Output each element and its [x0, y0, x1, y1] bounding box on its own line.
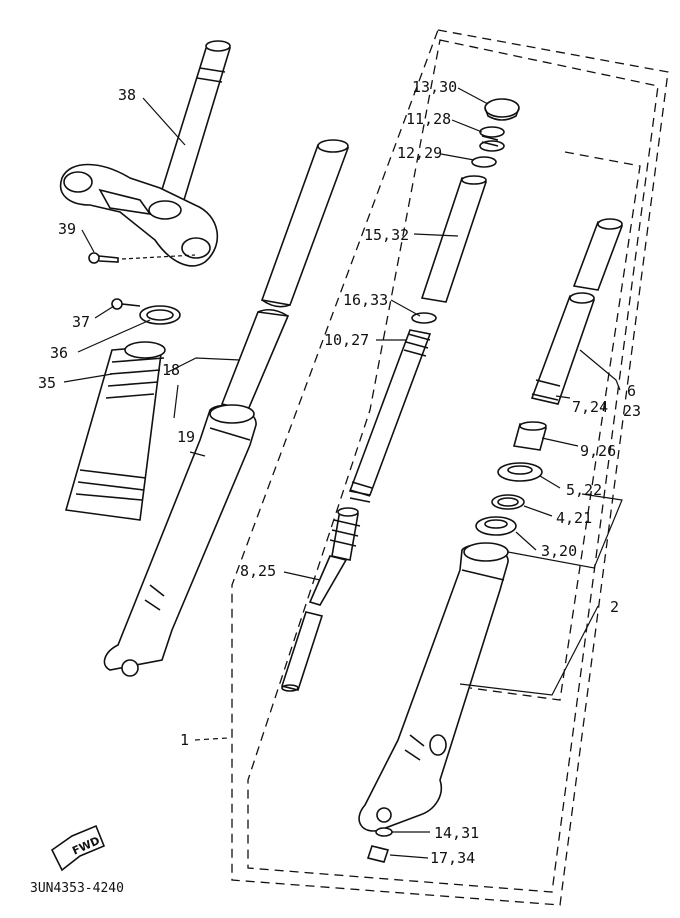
callout-1: 1	[180, 731, 189, 749]
callout-38: 38	[118, 86, 136, 104]
callout-35: 35	[38, 374, 56, 392]
damper-rod	[280, 507, 361, 692]
bracket-bolt	[88, 252, 119, 264]
callout-18: 18	[162, 361, 180, 379]
drawing-code: 3UN4353-4240	[30, 881, 124, 896]
assembly-boundary-outer	[231, 29, 669, 906]
dust-seal	[497, 462, 543, 482]
assembly-boundary-inner	[247, 39, 659, 893]
callout-6: 6	[627, 382, 636, 400]
callout-17-34: 17,34	[430, 849, 475, 867]
washer	[411, 312, 437, 324]
callout-36: 36	[50, 344, 68, 362]
callout-15-32: 15,32	[364, 226, 409, 244]
forward-arrow-icon	[50, 824, 106, 872]
oil-seal	[475, 516, 517, 536]
inner-tube	[220, 139, 350, 411]
damper-cylinder	[530, 218, 624, 405]
drain-gasket	[375, 827, 393, 837]
outer-tube-right	[358, 542, 509, 832]
fork-boot	[64, 341, 166, 521]
callout-23: 23	[623, 402, 641, 420]
retaining-clip	[491, 494, 525, 510]
drain-bolt	[366, 845, 390, 863]
fork-spring	[348, 329, 432, 503]
callout-4-21: 4,21	[556, 509, 592, 527]
callout-37: 37	[72, 313, 90, 331]
outer-tube-left	[103, 404, 257, 677]
forward-direction-badge: FWD	[50, 824, 106, 872]
callout-9-26: 9,26	[580, 442, 616, 460]
callout-16-33: 16,33	[343, 291, 388, 309]
o-ring	[471, 156, 497, 168]
assembly-boundary-damper	[469, 151, 641, 701]
callout-19: 19	[177, 428, 195, 446]
callout-10-27: 10,27	[324, 331, 369, 349]
clamp-screw	[111, 298, 141, 310]
callout-12-29: 12,29	[397, 144, 442, 162]
spacer-spring	[479, 126, 505, 152]
collar-pipe	[420, 175, 488, 303]
cap-bolt	[484, 98, 520, 121]
callout-7-24: 7,24	[572, 398, 608, 416]
callout-5-22: 5,22	[566, 481, 602, 499]
callout-11-28: 11,28	[406, 110, 451, 128]
boot-clamp	[139, 305, 181, 325]
callout-13-30: 13,30	[412, 78, 457, 96]
leader-lines	[63, 87, 623, 859]
callout-14-31: 14,31	[434, 824, 479, 842]
callout-labels: 1 2 3,20 4,21 5,22 6 23 7,24 8,25 9,26 1…	[38, 78, 641, 867]
callout-2: 2	[610, 598, 619, 616]
callout-8-25: 8,25	[240, 562, 276, 580]
callout-39: 39	[58, 220, 76, 238]
callout-3-20: 3,20	[541, 542, 577, 560]
oil-lock-piece	[512, 421, 548, 451]
steering-shaft-assembly	[59, 40, 232, 267]
